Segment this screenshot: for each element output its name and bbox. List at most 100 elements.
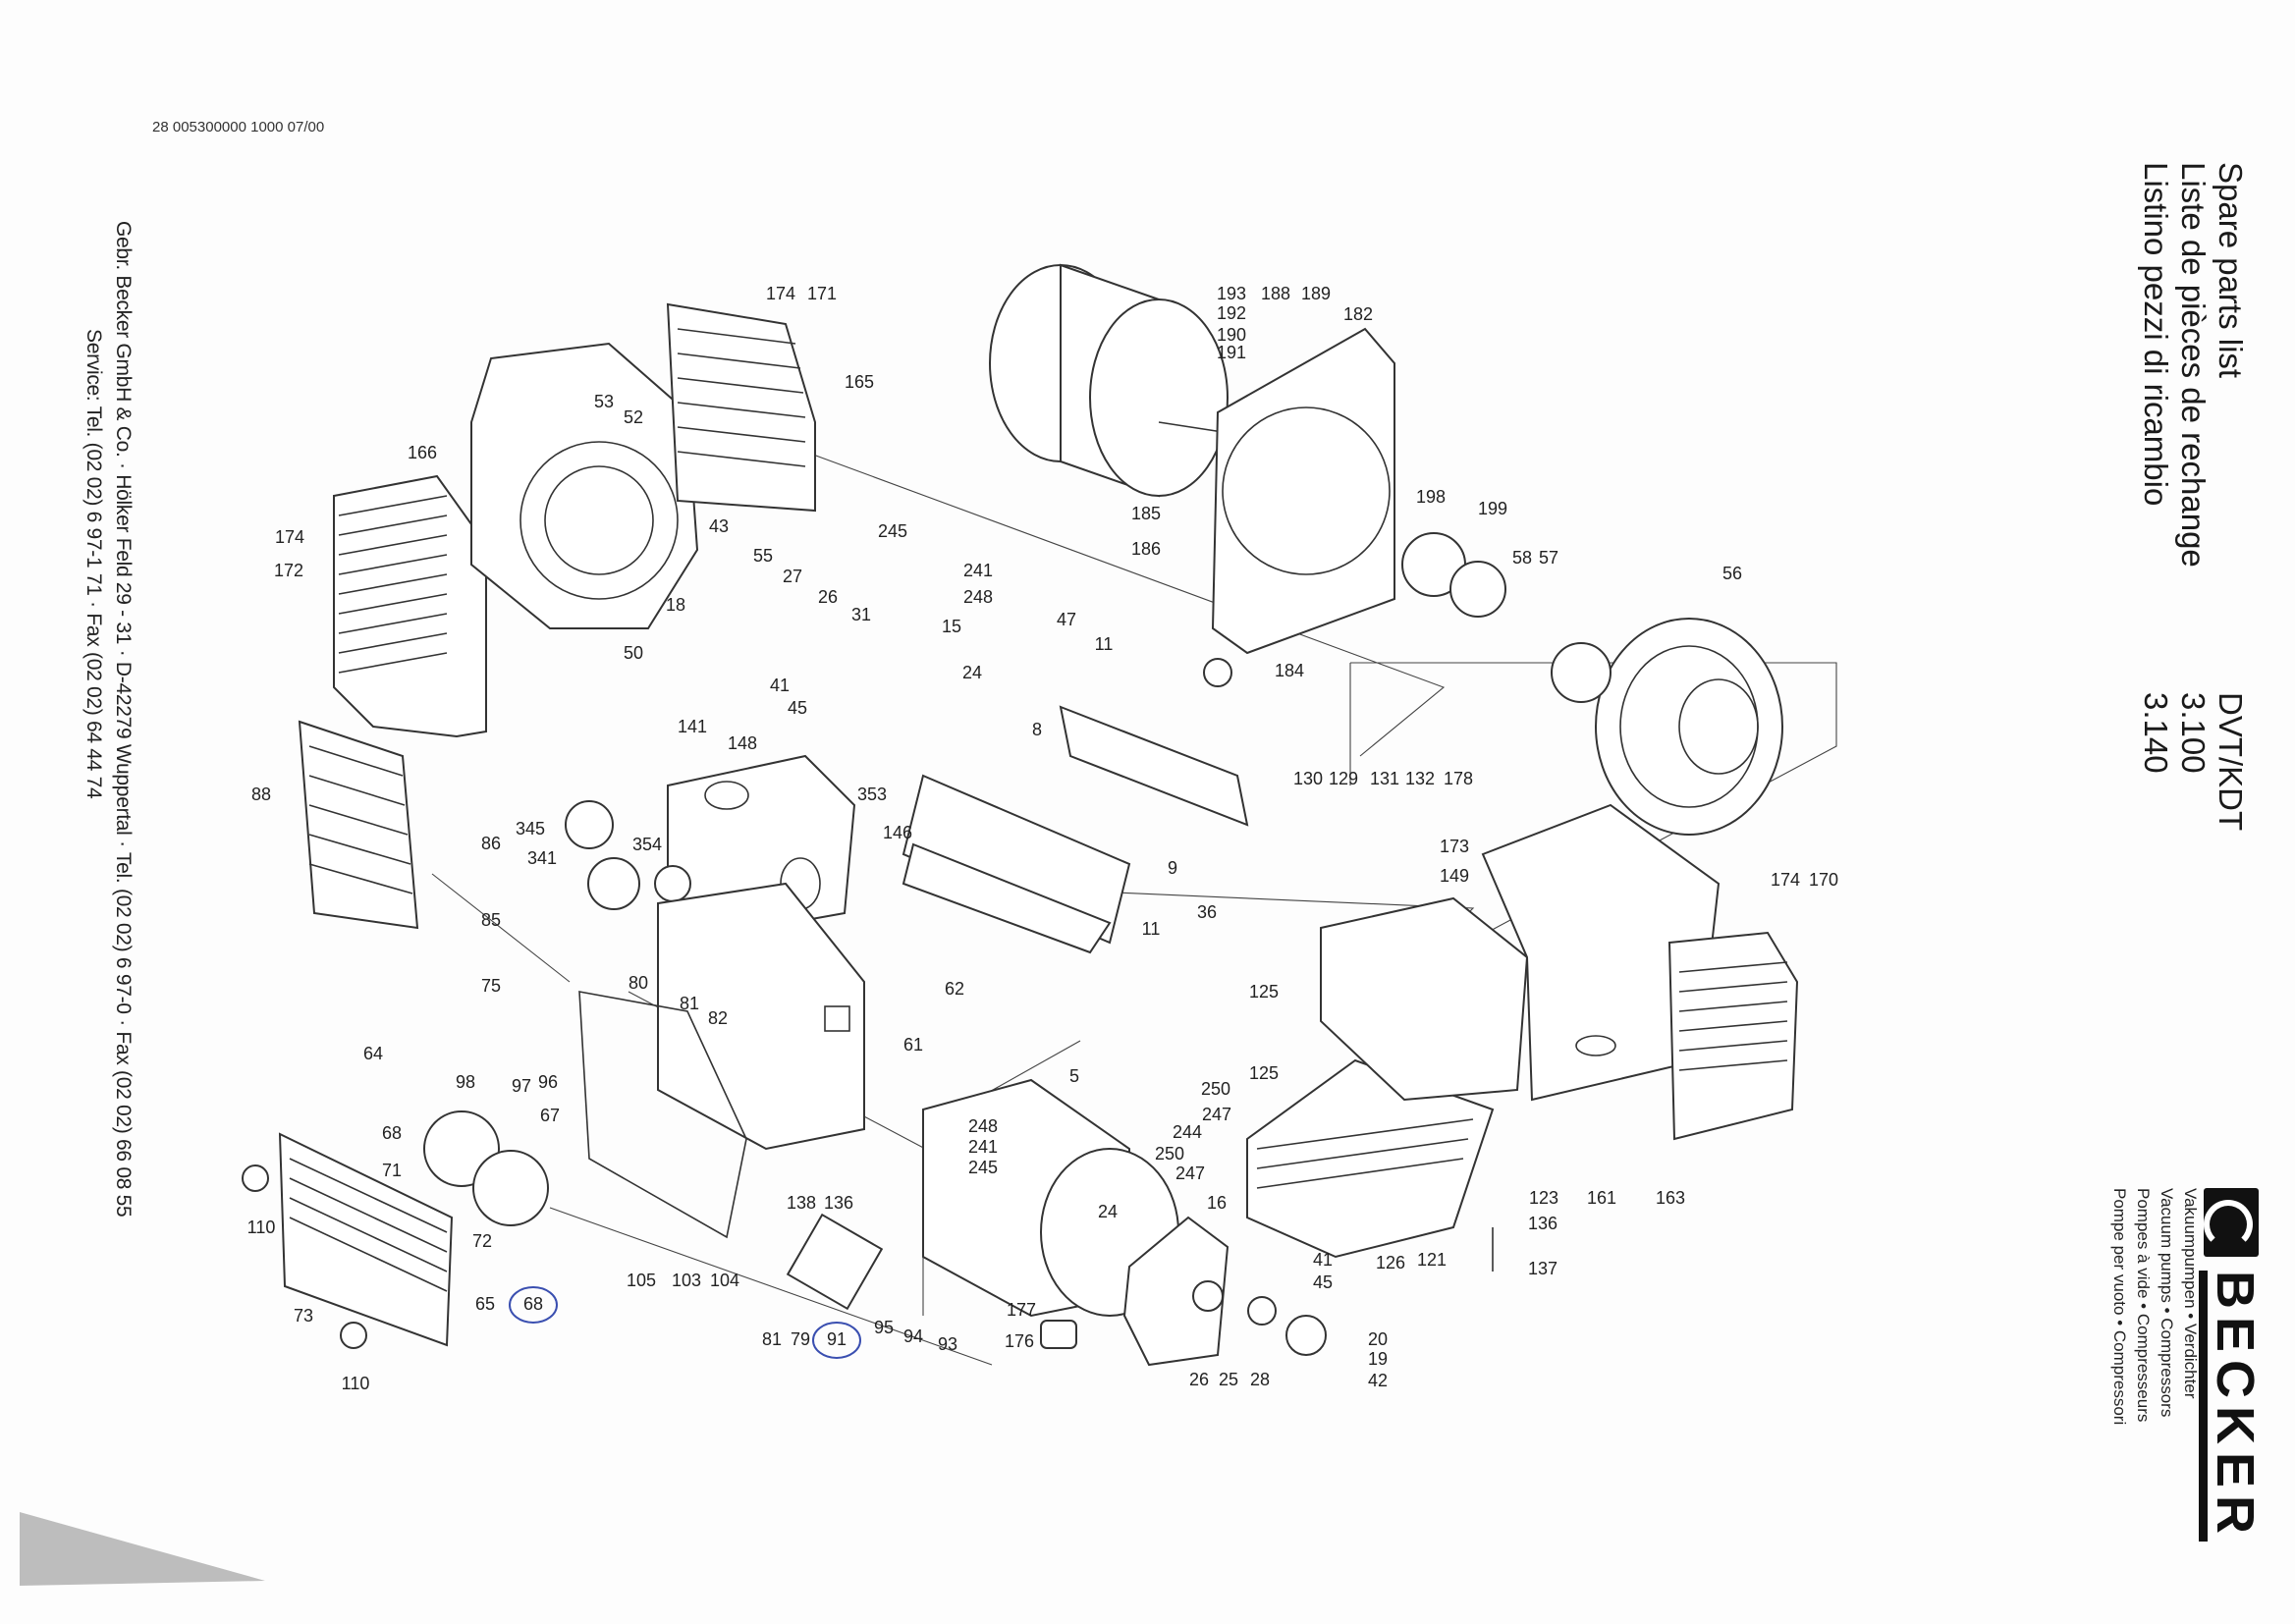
part-label-130: 130 bbox=[1293, 769, 1323, 788]
part-label-353: 353 bbox=[857, 785, 887, 804]
part-label-110: 110 bbox=[342, 1374, 370, 1393]
part-label-82: 82 bbox=[708, 1008, 728, 1028]
part-label-188: 188 bbox=[1261, 284, 1290, 303]
part-label-103: 103 bbox=[672, 1271, 701, 1290]
part-label-24: 24 bbox=[1098, 1202, 1118, 1221]
part-label-161: 161 bbox=[1587, 1188, 1616, 1208]
part-label-5: 5 bbox=[1069, 1066, 1079, 1086]
fan-wheel-56 bbox=[1551, 618, 1783, 836]
part-label-67: 67 bbox=[540, 1106, 560, 1125]
part-label-125: 125 bbox=[1249, 982, 1279, 1001]
part-label-8: 8 bbox=[1032, 720, 1042, 739]
part-label-36: 36 bbox=[1197, 902, 1217, 922]
part-label-136: 136 bbox=[824, 1193, 853, 1213]
part-label-86: 86 bbox=[481, 834, 501, 853]
part-label-64: 64 bbox=[363, 1044, 383, 1063]
part-label-248: 248 bbox=[968, 1116, 998, 1136]
gasket-75 bbox=[578, 991, 747, 1239]
part-label-163: 163 bbox=[1656, 1188, 1685, 1208]
part-label-129: 129 bbox=[1329, 769, 1358, 788]
pump-housing-61 bbox=[657, 882, 865, 1151]
part-label-191: 191 bbox=[1217, 343, 1246, 362]
part-label-58: 58 bbox=[1512, 548, 1532, 568]
part-label-41: 41 bbox=[1313, 1250, 1333, 1270]
part-label-132: 132 bbox=[1405, 769, 1435, 788]
part-label-148: 148 bbox=[728, 733, 757, 753]
part-label-88: 88 bbox=[251, 785, 271, 804]
part-label-53: 53 bbox=[594, 392, 614, 411]
part-label-141: 141 bbox=[678, 717, 707, 736]
part-label-149: 149 bbox=[1440, 866, 1469, 886]
part-label-190: 190 bbox=[1217, 325, 1246, 345]
part-label-16: 16 bbox=[1207, 1193, 1227, 1213]
cover-73 bbox=[242, 1132, 454, 1349]
part-label-125: 125 bbox=[1249, 1063, 1279, 1083]
part-label-97: 97 bbox=[512, 1076, 531, 1096]
part-label-61: 61 bbox=[903, 1035, 923, 1055]
document-code: 28 005300000 1000 07/00 bbox=[152, 119, 325, 135]
part-label-81: 81 bbox=[680, 994, 699, 1013]
part-label-94: 94 bbox=[903, 1326, 923, 1346]
part-label-11: 11 bbox=[1142, 919, 1161, 939]
part-label-177: 177 bbox=[1007, 1300, 1036, 1320]
annotation-circle-91 bbox=[812, 1322, 861, 1359]
part-label-9: 9 bbox=[1168, 858, 1177, 878]
part-label-56: 56 bbox=[1722, 564, 1742, 583]
filter-cartridge-88 bbox=[298, 720, 419, 930]
part-label-172: 172 bbox=[274, 561, 303, 580]
part-label-55: 55 bbox=[753, 546, 773, 566]
part-label-71: 71 bbox=[382, 1161, 402, 1180]
part-label-26: 26 bbox=[1189, 1370, 1209, 1389]
part-label-11: 11 bbox=[1095, 634, 1114, 654]
part-label-174: 174 bbox=[766, 284, 795, 303]
part-label-72: 72 bbox=[472, 1231, 492, 1251]
part-label-15: 15 bbox=[942, 617, 961, 636]
part-label-42: 42 bbox=[1368, 1371, 1388, 1390]
part-label-45: 45 bbox=[1313, 1272, 1333, 1292]
part-label-198: 198 bbox=[1416, 487, 1446, 507]
part-label-138: 138 bbox=[787, 1193, 816, 1213]
part-label-341: 341 bbox=[527, 848, 557, 868]
part-label-241: 241 bbox=[963, 561, 993, 580]
part-label-247: 247 bbox=[1175, 1164, 1205, 1183]
part-label-20: 20 bbox=[1368, 1329, 1388, 1349]
fan-housing-50 bbox=[470, 342, 699, 629]
annotation-circle-68 bbox=[509, 1286, 558, 1324]
part-label-96: 96 bbox=[538, 1072, 558, 1092]
part-label-62: 62 bbox=[945, 979, 964, 999]
part-label-18: 18 bbox=[666, 595, 685, 615]
part-label-50: 50 bbox=[624, 643, 643, 663]
part-label-105: 105 bbox=[627, 1271, 656, 1290]
part-label-73: 73 bbox=[294, 1306, 313, 1326]
part-label-199: 199 bbox=[1478, 499, 1507, 518]
part-label-193: 193 bbox=[1217, 284, 1246, 303]
part-label-244: 244 bbox=[1173, 1122, 1202, 1142]
part-label-79: 79 bbox=[791, 1329, 810, 1349]
part-label-185: 185 bbox=[1131, 504, 1161, 523]
part-label-93: 93 bbox=[938, 1334, 957, 1354]
part-label-123: 123 bbox=[1529, 1188, 1558, 1208]
part-label-95: 95 bbox=[874, 1318, 894, 1337]
part-label-28: 28 bbox=[1250, 1370, 1270, 1389]
part-label-146: 146 bbox=[883, 823, 912, 842]
part-label-68: 68 bbox=[523, 1294, 543, 1314]
part-label-19: 19 bbox=[1368, 1349, 1388, 1369]
part-label-137: 137 bbox=[1528, 1259, 1557, 1278]
part-label-250: 250 bbox=[1155, 1144, 1184, 1164]
coupling bbox=[1401, 532, 1506, 618]
part-label-45: 45 bbox=[788, 698, 807, 718]
part-label-176: 176 bbox=[1005, 1331, 1034, 1351]
motor bbox=[989, 263, 1229, 498]
part-label-110: 110 bbox=[247, 1218, 276, 1237]
part-label-98: 98 bbox=[456, 1072, 475, 1092]
part-label-165: 165 bbox=[845, 372, 874, 392]
part-label-57: 57 bbox=[1539, 548, 1558, 568]
end-shield-16 bbox=[1122, 1216, 1229, 1367]
part-label-65: 65 bbox=[475, 1294, 495, 1314]
part-label-91: 91 bbox=[827, 1329, 847, 1349]
filter-elements-68 bbox=[423, 1110, 549, 1226]
part-label-192: 192 bbox=[1217, 303, 1246, 323]
part-label-178: 178 bbox=[1444, 769, 1473, 788]
